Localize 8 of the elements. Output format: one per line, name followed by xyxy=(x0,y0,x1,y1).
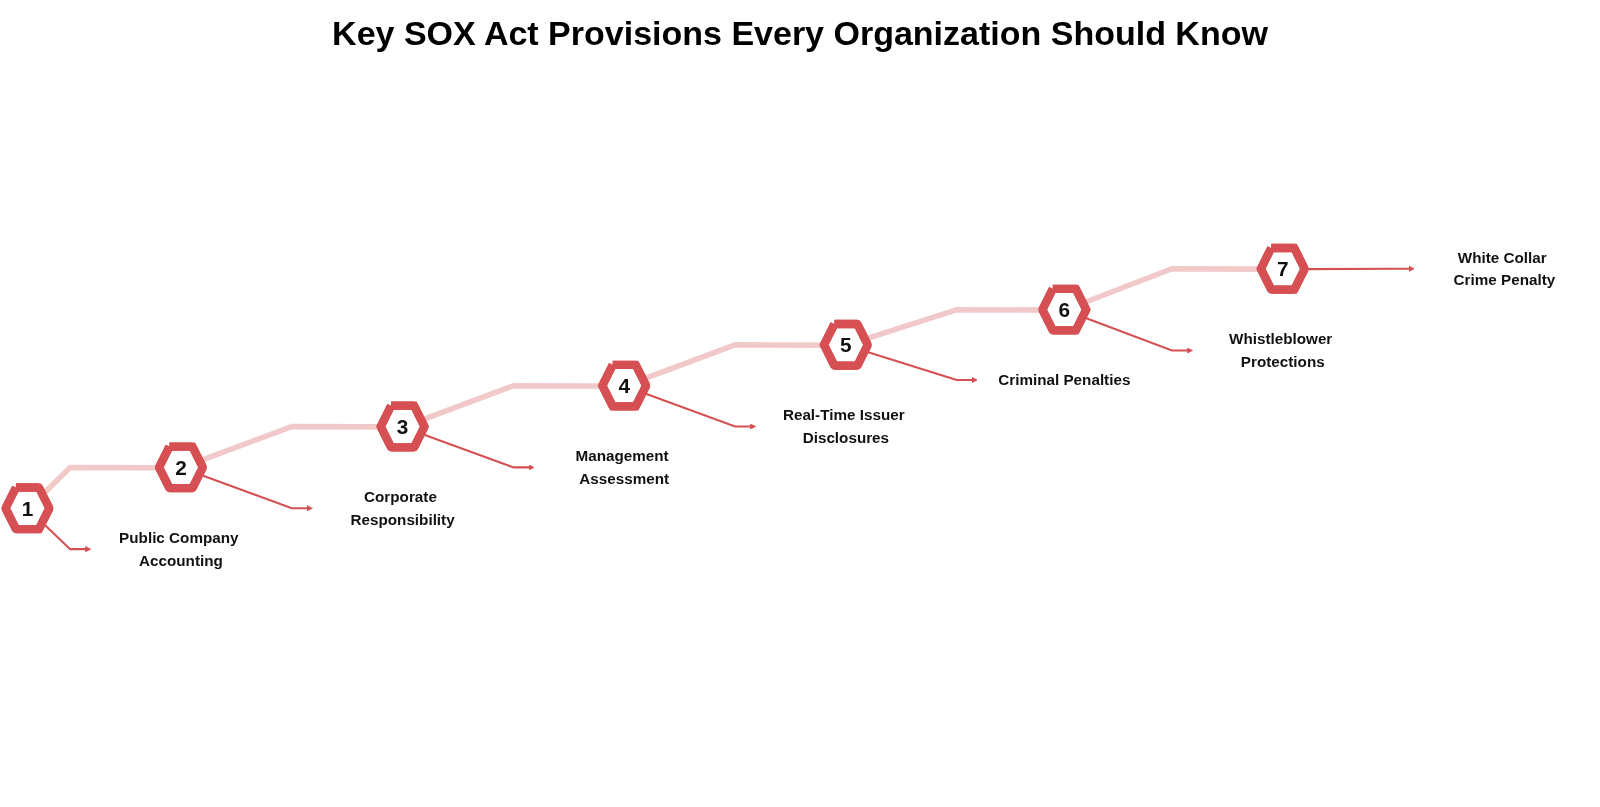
node-text: White Collar Crime Penalty xyxy=(1453,248,1556,289)
node-text: Public Company Accounting xyxy=(119,529,239,570)
node-text: Real-Time Issuer Disclosures xyxy=(782,406,905,447)
diagram-title: Key SOX Act Provisions Every Organization Should Know xyxy=(331,14,1269,53)
node-text: Criminal Penalties xyxy=(998,371,1131,389)
node-text: Whistleblower Protections xyxy=(1228,330,1333,371)
node-text: Management Assessment xyxy=(575,447,670,488)
node-text: Corporate Responsibility xyxy=(350,488,455,529)
